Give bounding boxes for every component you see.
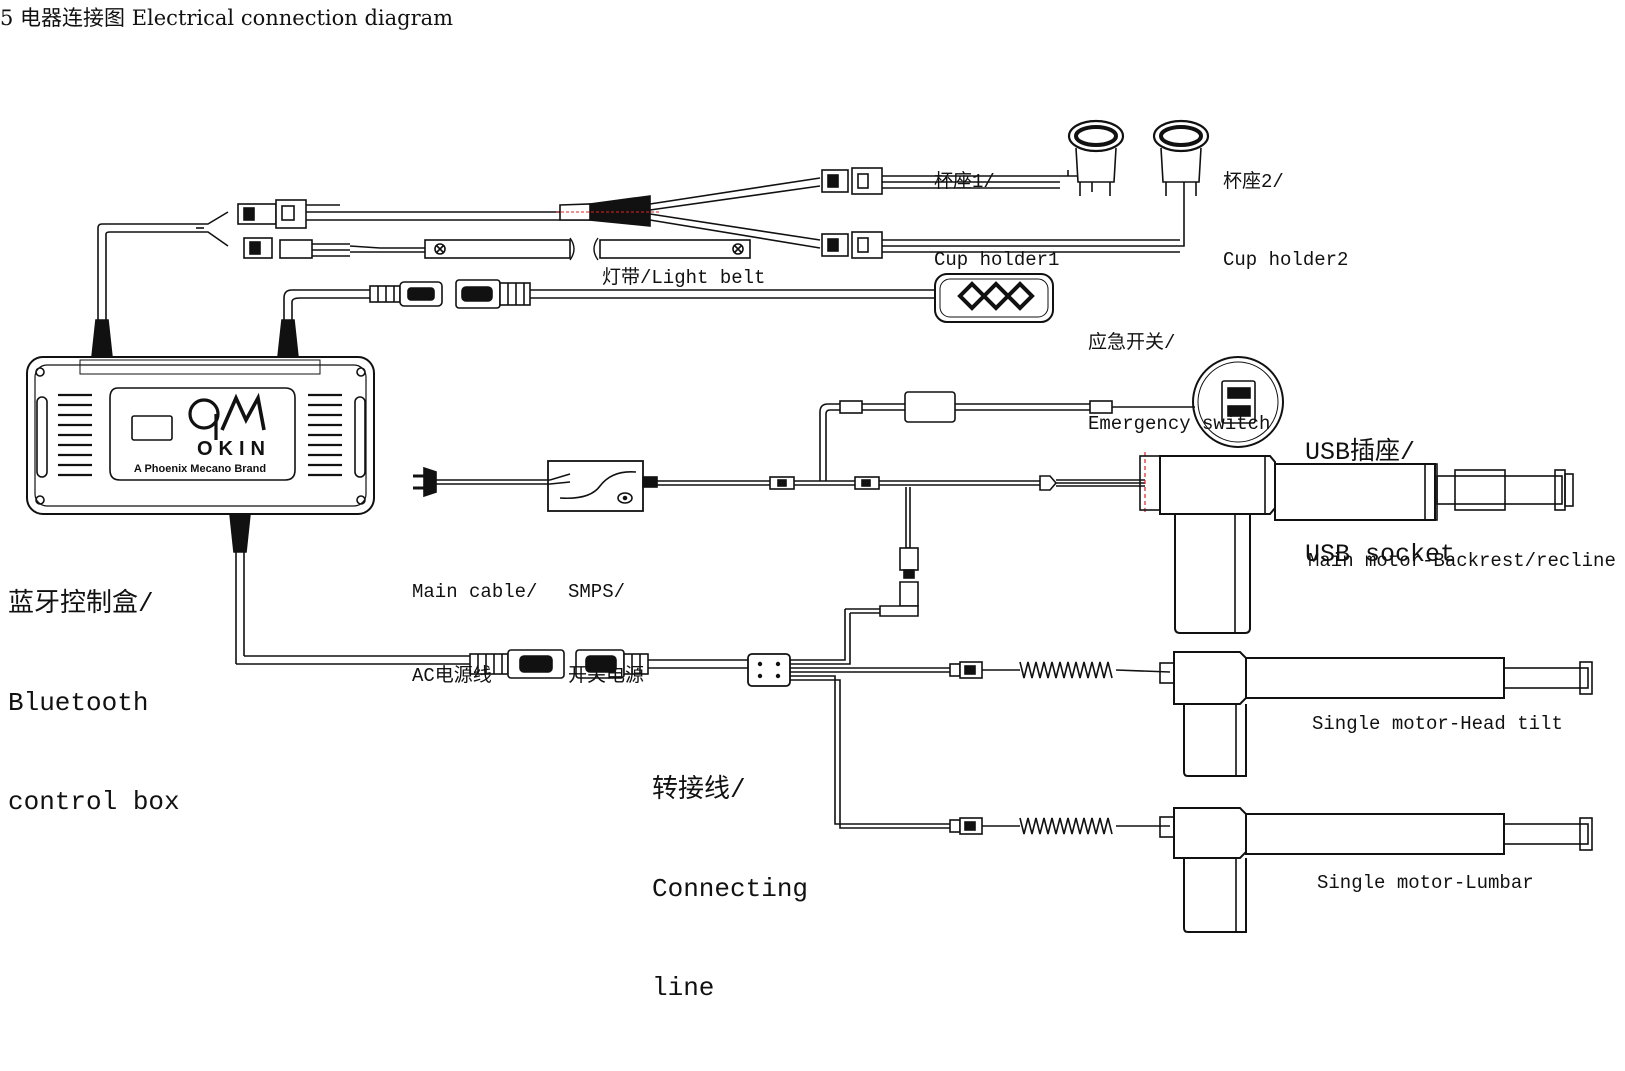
connecting-line-label-line: Connecting [652, 874, 809, 904]
emergency-switch-label-line: Emergency switch [1088, 413, 1271, 435]
emergency-switch-cable [369, 279, 935, 309]
emergency-switch-label: 应急开关/ Emergency switch [1088, 276, 1270, 492]
lumbar-cable [949, 817, 1170, 835]
emergency-switch-icon [934, 273, 1054, 323]
cup-holder-1-label-line: 杯座1/ [934, 171, 995, 193]
control-box-label-line: 蓝牙控制盒/ [8, 589, 154, 619]
cup-holder-2-label-line: Cup holder2 [1223, 249, 1349, 271]
control-box-top-plug-left [91, 228, 113, 358]
smps-label-line: SMPS/ [568, 581, 626, 603]
connecting-line-label-line: 转接线/ [652, 775, 746, 805]
control-box-bottom-plug [229, 513, 420, 665]
smps-label-line: 开关电源 [568, 665, 645, 687]
main-cable-label-line: AC电源线 [412, 665, 492, 687]
connecting-line-label-line: line [652, 973, 715, 1003]
main-motor-label: Main motor-Backrest/recline [1308, 550, 1616, 572]
usb-socket-label-line: USB插座/ [1305, 438, 1416, 467]
head-tilt-motor-icon [1159, 651, 1593, 777]
control-box-label: 蓝牙控制盒/ Bluetooth control box [8, 522, 180, 885]
ac-plug-icon [413, 466, 571, 498]
cup-holder-2-label-line: 杯座2/ [1223, 171, 1284, 193]
smps-label: SMPS/ 开关电源 [568, 522, 644, 746]
head-tilt-cable [949, 661, 1171, 679]
lumbar-motor-icon [1159, 807, 1593, 933]
head-tilt-motor-label: Single motor-Head tilt [1312, 713, 1563, 735]
light-belt [380, 237, 751, 261]
usb-socket-icon [1192, 356, 1284, 448]
lumbar-motor-label: Single motor-Lumbar [1317, 872, 1534, 894]
okin-logo-icon [188, 392, 266, 440]
diagram-canvas: OKIN A Phoenix Mecano Brand [26, 119, 1593, 933]
main-motor-icon [1139, 455, 1574, 634]
emergency-switch-label-line: 应急开关/ [1088, 332, 1176, 354]
control-box-output-cable [420, 649, 748, 679]
connecting-line-label: 转接线/ Connecting line [652, 708, 808, 1071]
usb-socket-label-line: USB socket [1305, 540, 1456, 569]
smps-icon [547, 460, 770, 512]
usb-socket-label: USB插座/ USB socket [1305, 368, 1455, 640]
accessory-harness [97, 167, 1185, 259]
cup-holder-2-label: 杯座2/ Cup holder2 [1223, 117, 1348, 325]
page-title: 5 电器连接图 Electrical connection diagram [0, 6, 454, 30]
cup-holder-2-icon [1152, 119, 1210, 204]
light-belt-label: 灯带/Light belt [602, 267, 766, 289]
brand-logo-text: OKIN [197, 438, 271, 460]
power-harness [769, 391, 1195, 665]
diagram-root: OKIN A Phoenix Mecano Brand 5 电器连接图 Elec… [0, 6, 1616, 1003]
brand-tagline: A Phoenix Mecano Brand [134, 463, 266, 475]
cup-holder-1-icon [1067, 119, 1125, 196]
control-box-label-line: control box [8, 787, 180, 817]
cup-holder-1-label-line: Cup holder1 [934, 249, 1060, 271]
main-cable-label: Main cable/ AC电源线 [412, 522, 537, 746]
connecting-line-junction [747, 653, 950, 829]
bluetooth-control-box [26, 356, 375, 515]
control-box-top-plug-right [277, 289, 370, 358]
control-box-label-line: Bluetooth [8, 688, 149, 718]
main-cable-label-line: Main cable/ [412, 581, 538, 603]
cup-holder-1-label: 杯座1/ Cup holder1 [934, 117, 1059, 325]
